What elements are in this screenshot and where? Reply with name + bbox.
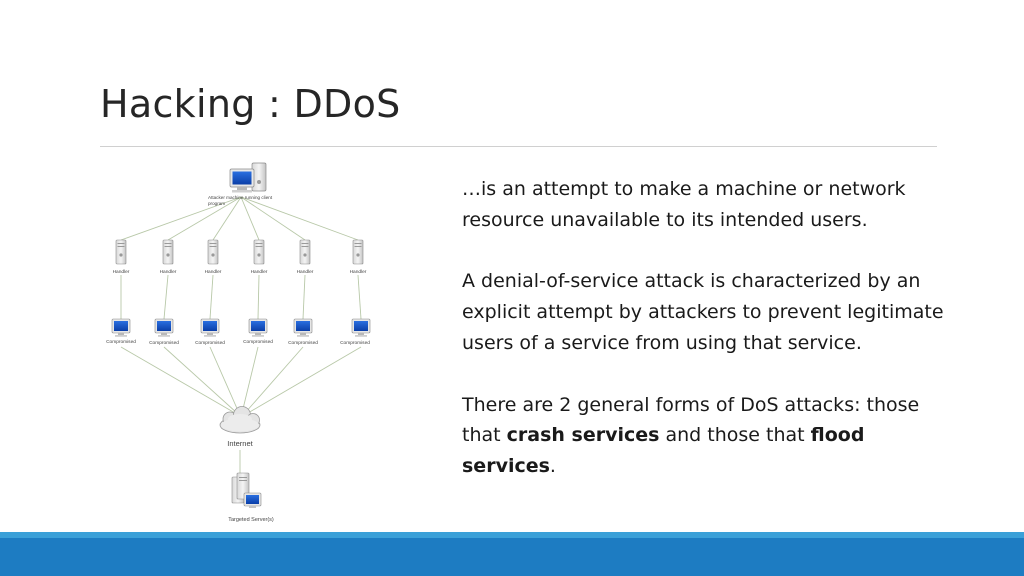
compromised-label: Compromised	[288, 340, 318, 346]
compromised-computer-icon	[248, 318, 268, 337]
forms-text-1: There are 2 general forms of DoS attacks…	[462, 393, 920, 447]
handler-label: Handler	[205, 269, 222, 275]
slide-body: …is an attempt to make a machine or netw…	[462, 174, 962, 513]
connection-lines	[120, 196, 362, 477]
slide-title: Hacking : DDoS	[100, 82, 401, 126]
attacker-label-line2: program	[208, 201, 225, 206]
compromised-label: Compromised	[195, 340, 225, 346]
handler-server-icon	[299, 239, 311, 265]
handler-server-icon	[352, 239, 364, 265]
handler-server-icon	[207, 239, 219, 265]
handler-server-icon	[115, 239, 127, 265]
targeted-server-icon	[231, 472, 262, 508]
compromised-label: Compromised	[243, 339, 273, 345]
footer-accent-stripe	[0, 532, 1024, 538]
handler-label: Handler	[350, 269, 367, 275]
compromised-computer-icon	[293, 318, 313, 337]
handler-server-icon	[253, 239, 265, 265]
attacker-label: Attacker machine running client	[208, 195, 273, 200]
compromised-computer-icon	[200, 318, 220, 337]
compromised-computer-icon	[111, 318, 131, 337]
internet-label: Internet	[227, 439, 253, 448]
forms-paragraph: There are 2 general forms of DoS attacks…	[462, 390, 962, 482]
title-divider	[100, 146, 937, 147]
internet-cloud-icon	[219, 406, 261, 434]
handler-label: Handler	[251, 269, 268, 275]
footer-bar	[0, 538, 1024, 576]
crash-services-term: crash services	[506, 424, 660, 447]
forms-text-end: .	[549, 454, 556, 477]
handler-server-icon	[162, 239, 174, 265]
compromised-computer-icon	[154, 318, 174, 337]
compromised-computer-icon	[351, 318, 371, 337]
handler-label: Handler	[297, 269, 314, 275]
compromised-label: Compromised	[340, 340, 370, 346]
ddos-diagram: Attacker machine running client program …	[106, 162, 371, 523]
characterization-paragraph: A denial-of-service attack is characteri…	[462, 270, 944, 354]
compromised-label: Compromised	[149, 340, 179, 346]
flood-services-term: flood services	[462, 424, 865, 477]
attacker-computer-icon	[229, 162, 267, 193]
handler-label: Handler	[113, 269, 130, 275]
definition-paragraph: …is an attempt to make a machine or netw…	[462, 178, 906, 231]
handler-label: Handler	[160, 269, 177, 275]
target-label: Targeted Server(s)	[228, 517, 274, 523]
compromised-label: Compromised	[106, 339, 136, 345]
forms-text-2: and those that	[659, 424, 811, 447]
